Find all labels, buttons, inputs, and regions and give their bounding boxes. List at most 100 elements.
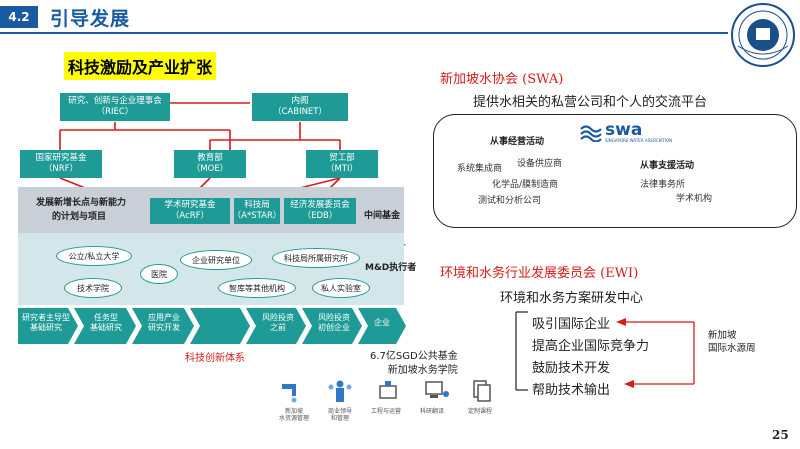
chevron-3-line2: 研究开发	[148, 323, 180, 332]
support-activities-heading: 从事支援活动	[640, 161, 695, 171]
fund-line2: 新加坡水务学院	[387, 365, 458, 376]
nrf-line1: 国家研究基金	[35, 153, 87, 164]
research-monitor-icon	[425, 381, 449, 398]
fund-line1: 6.7亿SGD公共基金	[370, 351, 458, 362]
intermediate-fund-label: 中间基金	[364, 211, 401, 221]
course-icons-row	[282, 380, 491, 403]
oval-polytechnic: 技术学院	[64, 278, 122, 298]
chevron-3-line1: 应用产业	[148, 313, 180, 322]
chevron-label-6: 风险投资初创企业	[310, 313, 358, 333]
swa-subtitle: 提供水相关的私营公司和个人的交流平台	[473, 95, 708, 110]
programs-band-label: 发展新增长点与新能力 的计划与项目	[36, 196, 126, 225]
icon-5-line1: 定制课程	[467, 408, 492, 415]
mti-box: 贸工部 （MTI）	[306, 150, 378, 178]
riec-box: 研究、创新与企业理事会 （RIEC）	[60, 93, 170, 121]
ewi-item-attract-intl: 吸引国际企业	[532, 317, 611, 332]
icon-1-line2: 水资源管理	[278, 415, 309, 423]
edb-line2: （EDB）	[302, 211, 338, 221]
water-week-line1: 新加坡	[708, 330, 737, 341]
ewi-item-tech-export: 帮助技术输出	[532, 383, 611, 398]
business-activities-heading: 从事经营活动	[490, 137, 545, 147]
swa-wave-icon	[580, 124, 602, 142]
icon-label-2: 商业领导和管理	[314, 408, 366, 422]
band-label-line2: 的计划与项目	[52, 212, 107, 223]
water-week-line2: 国际水源周	[708, 342, 756, 354]
riec-line1: 研究、创新与企业理事会	[68, 96, 162, 107]
ewi-subtitle: 环境和水务方案研发中心	[500, 291, 644, 306]
chevron-6-line2: 初创企业	[318, 323, 350, 332]
page-number: 25	[772, 428, 789, 442]
chevron-6	[302, 308, 362, 344]
moe-line1: 教育部	[197, 153, 223, 164]
md-performer-label: M&D执行者	[365, 263, 417, 273]
ewi-title: 环境和水务行业发展委员会 (EWI)	[440, 266, 639, 281]
edb-line1: 经济发展委员会	[290, 200, 350, 211]
icon-1-line1: 新加坡	[284, 408, 303, 415]
engineering-icon	[379, 381, 397, 399]
custom-course-document-icon	[473, 380, 491, 402]
chevron-label-2: 任务型基础研究	[82, 313, 130, 333]
astar-line1: 科技局	[244, 200, 270, 211]
cabinet-box: 内阁 （CABINET）	[252, 93, 348, 121]
nrf-line2: （NRF）	[43, 164, 79, 174]
chevron-5-line1: 风险投资	[262, 313, 294, 322]
people-leadership-icon	[328, 380, 352, 402]
chevron-5-line2: 之前	[270, 323, 286, 332]
chevron-label-1: 研究者主导型基础研究	[20, 313, 72, 333]
mti-line2: （MTI）	[325, 164, 359, 174]
icon-3-line1: 工程与运营	[370, 408, 401, 415]
header-divider	[0, 32, 728, 34]
swa-activities-box	[433, 114, 797, 228]
support-item-academic: 学术机构	[676, 194, 713, 204]
innovation-pipeline-chevrons	[18, 308, 406, 344]
chevron-6-line1: 风险投资	[318, 313, 350, 322]
chevron-label-5: 风险投资之前	[254, 313, 302, 333]
oval-tech-research-institute: 科技局所属研究所	[272, 248, 360, 268]
chevron-3	[132, 308, 194, 344]
innovation-system-label: 科技创新体系	[185, 353, 245, 364]
icon-label-4: 科研翻译	[406, 408, 458, 415]
riec-line2: （RIEC）	[96, 107, 134, 117]
cabinet-line2: （CABINET）	[272, 107, 327, 117]
swa-logo-text: swa	[605, 120, 643, 140]
acrf-line2: （AcRF）	[170, 211, 210, 221]
chevron-1-line2: 基础研究	[30, 323, 62, 332]
chevron-7-line1: 企业	[374, 318, 390, 327]
swa-title: 新加坡水协会 (SWA)	[440, 72, 564, 87]
edb-box: 经济发展委员会 （EDB）	[284, 198, 356, 224]
section-number-badge: 4.2	[0, 6, 38, 28]
chevron-2-line2: 基础研究	[90, 323, 122, 332]
moe-line2: （MOE）	[191, 164, 229, 174]
chevron-label-3: 应用产业研究开发	[140, 313, 188, 333]
icon-4-line1: 科研翻译	[419, 408, 444, 415]
public-fund-label: 6.7亿SGD公共基金 新加坡水务学院	[370, 350, 458, 378]
support-item-law-firm: 法律事务所	[640, 180, 686, 190]
ewi-item-tech-development: 鼓励技术开发	[532, 361, 611, 376]
chevron-label-7: 企业	[364, 318, 400, 328]
swa-logo: swa SINGAPORE WATER ASSOCIATION	[580, 122, 672, 143]
chevron-4	[190, 308, 250, 344]
chevron-5	[246, 308, 306, 344]
chevron-1-line1: 研究者主导型	[22, 313, 70, 322]
chevron-2	[74, 308, 136, 344]
university-seal-logo-icon	[731, 3, 795, 67]
intl-water-week-label: 新加坡 国际水源周	[708, 330, 756, 356]
astar-box: 科技局 （A*STAR）	[233, 198, 281, 224]
cabinet-line1: 内阁	[291, 96, 309, 107]
icon-label-5: 定制课程	[454, 408, 506, 415]
page-title: 引导发展	[50, 8, 131, 30]
water-tap-icon	[282, 384, 297, 403]
moe-box: 教育部 （MOE）	[174, 150, 246, 178]
oval-private-lab: 私人实验室	[312, 278, 370, 298]
oval-hospital: 医院	[140, 264, 178, 284]
icon-2-line2: 和管理	[330, 415, 349, 423]
swa-logo-subtext: SINGAPORE WATER ASSOCIATION	[605, 138, 672, 143]
icon-2-line1: 商业领导	[327, 408, 352, 415]
business-item-equipment-supplier: 设备供应商	[517, 159, 563, 169]
band-label-line1: 发展新增长点与新能力	[36, 198, 127, 208]
oval-university: 公立/私立大学	[56, 246, 132, 266]
icon-label-1: 新加坡水资源管理	[268, 408, 320, 422]
chevron-2-line1: 任务型	[94, 313, 118, 322]
acrf-box: 学术研究基金 （AcRF）	[150, 198, 230, 224]
